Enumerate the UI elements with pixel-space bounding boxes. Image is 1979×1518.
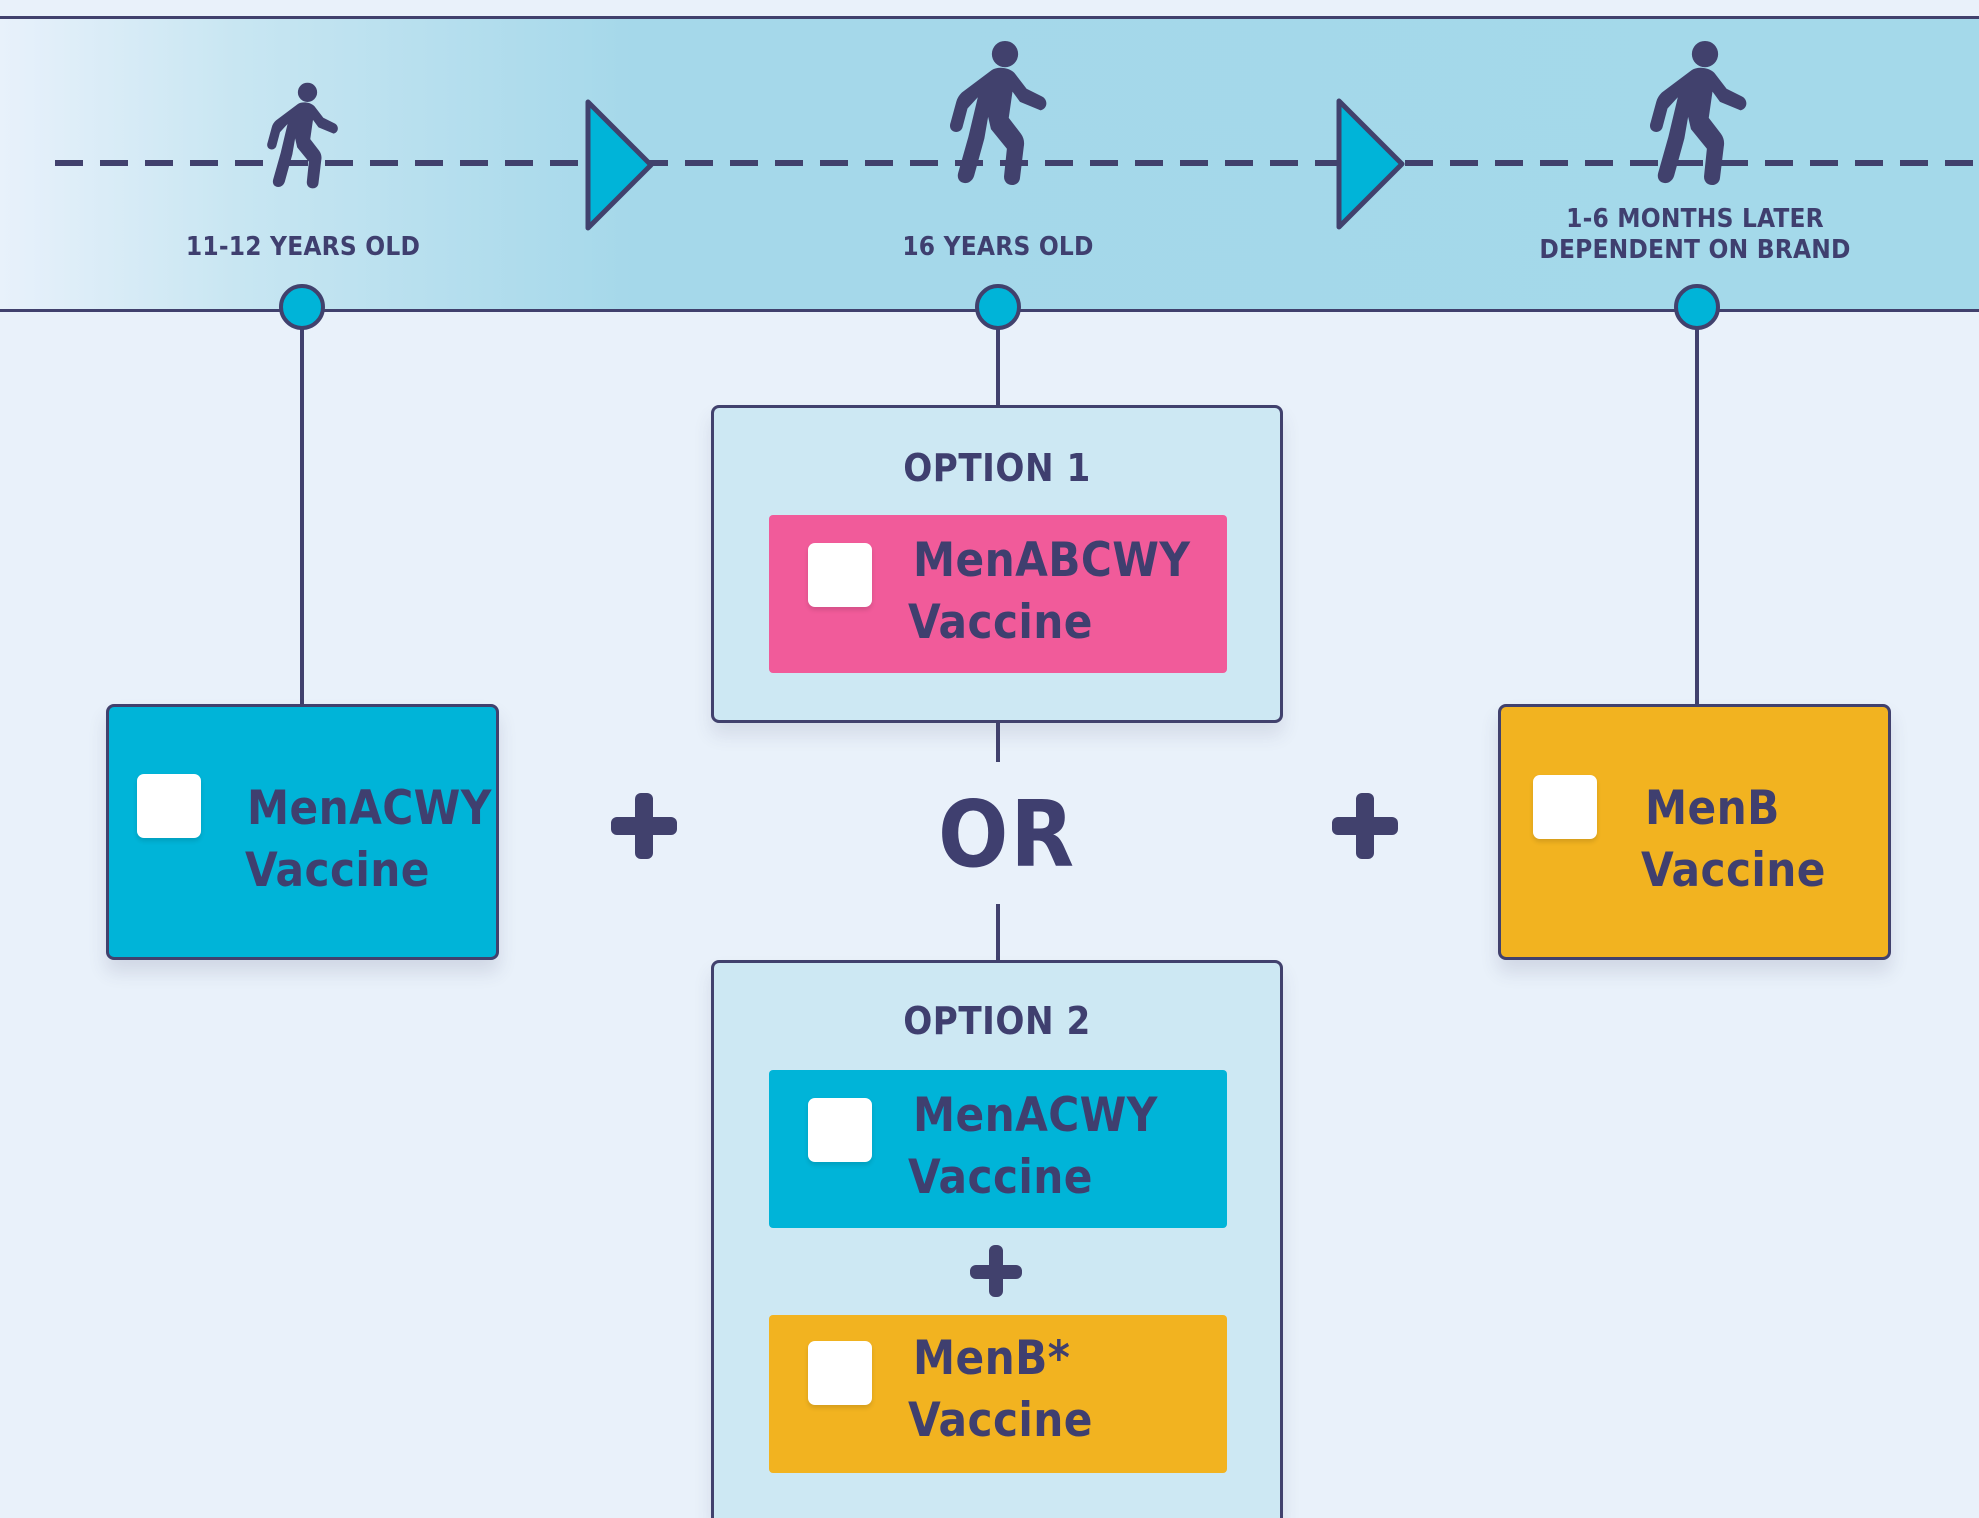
option-2-menacwy-vaccine-card: MenACWY Vaccine — [769, 1070, 1227, 1228]
menabcwy-vaccine-label: Vaccine — [908, 595, 1093, 650]
menb-checkbox[interactable] — [1533, 775, 1597, 839]
option-1-box: OPTION 1 MenABCWY Vaccine — [711, 405, 1283, 723]
option-2-menb-vaccine-name: MenB* — [913, 1331, 1071, 1386]
plus-icon-right — [1332, 793, 1398, 859]
option-2-menb-vaccine-label: Vaccine — [908, 1393, 1093, 1448]
timeline-band — [0, 16, 1979, 312]
menacwy-vaccine-card: MenACWY Vaccine — [106, 704, 499, 960]
menacwy-vaccine-name: MenACWY — [247, 781, 492, 836]
menacwy-checkbox[interactable] — [137, 774, 201, 838]
plus-icon-option-2 — [970, 1245, 1022, 1297]
option-2-menacwy-checkbox[interactable] — [808, 1098, 872, 1162]
option-2-box: OPTION 2 MenACWY Vaccine MenB* Vaccine — [711, 960, 1283, 1518]
option-2-menacwy-vaccine-label: Vaccine — [908, 1150, 1093, 1205]
menb-vaccine-card: MenB Vaccine — [1498, 704, 1891, 960]
menabcwy-vaccine-card: MenABCWY Vaccine — [769, 515, 1227, 673]
menacwy-vaccine-label: Vaccine — [245, 843, 430, 898]
option-2-menb-checkbox[interactable] — [808, 1341, 872, 1405]
menb-vaccine-name: MenB — [1645, 781, 1780, 836]
or-text: OR — [938, 781, 1077, 888]
menabcwy-checkbox[interactable] — [808, 543, 872, 607]
stage-label-16-years: 16 YEARS OLD — [902, 232, 1094, 262]
option-2-menb-vaccine-card: MenB* Vaccine — [769, 1315, 1227, 1473]
option-2-title: OPTION 2 — [903, 999, 1091, 1043]
option-2-menacwy-vaccine-name: MenACWY — [913, 1088, 1158, 1143]
plus-icon-left — [611, 793, 677, 859]
menb-vaccine-label: Vaccine — [1641, 843, 1826, 898]
option-1-title: OPTION 1 — [903, 446, 1091, 490]
stage-label-11-12-years: 11-12 YEARS OLD — [185, 232, 421, 262]
menabcwy-vaccine-name: MenABCWY — [913, 533, 1191, 588]
stage-label-after-16: 1-6 MONTHS LATER DEPENDENT ON BRAND — [1539, 204, 1851, 265]
